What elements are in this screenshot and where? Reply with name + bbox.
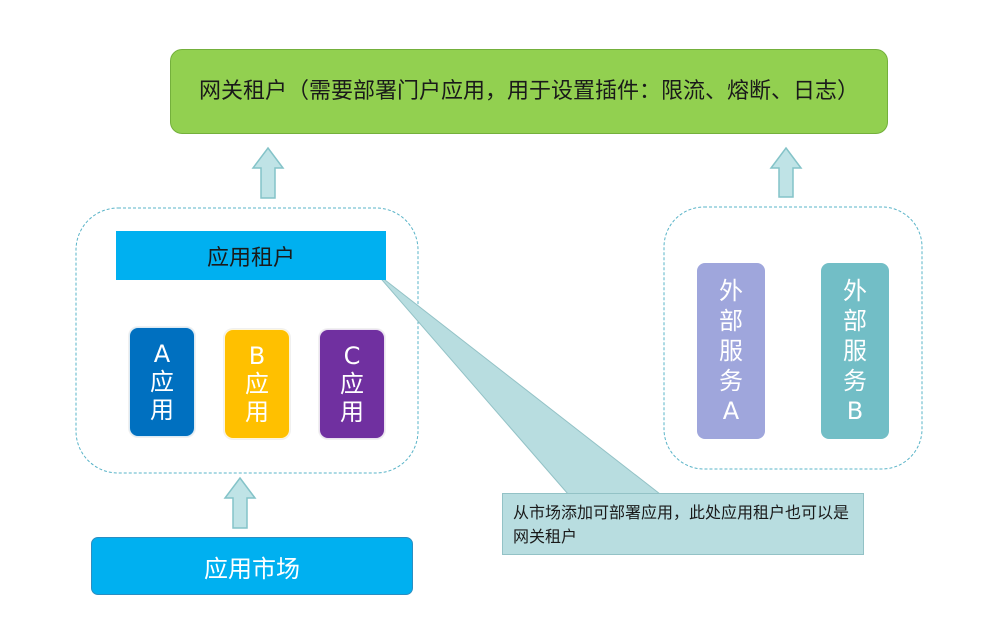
up-arrow-right: [769, 146, 803, 198]
app-b-line2: 用: [245, 398, 269, 426]
app-a-line1: 应: [150, 368, 174, 396]
app-tenant-box: 应用租户: [116, 231, 386, 280]
external-service-b-box: 外 部 服 务 B: [821, 263, 889, 439]
app-tenant-container: [75, 207, 419, 474]
callout-pointer: [375, 272, 662, 495]
callout-note: 从市场添加可部署应用，此处应用租户也可以是网关租户: [502, 493, 864, 555]
app-a-letter: A: [153, 340, 171, 368]
ext-b-char-2: 部: [843, 307, 867, 335]
ext-a-char-3: 服: [719, 337, 743, 365]
external-service-a-box: 外 部 服 务 A: [697, 263, 765, 439]
ext-b-char-4: 务: [843, 367, 867, 395]
up-arrow-left: [251, 146, 285, 199]
ext-b-char-3: 服: [843, 337, 867, 365]
callout-text: 从市场添加可部署应用，此处应用租户也可以是网关租户: [513, 503, 850, 546]
app-a-line2: 用: [150, 396, 174, 424]
gateway-tenant-text: 网关租户（需要部署门户应用，用于设置插件：限流、熔断、日志）: [198, 78, 859, 104]
ext-a-char-2: 部: [719, 307, 743, 335]
app-c-letter: C: [343, 342, 361, 370]
gateway-tenant-box: 网关租户（需要部署门户应用，用于设置插件：限流、熔断、日志）: [170, 49, 888, 134]
app-c-box: C 应 用: [319, 329, 385, 439]
ext-a-char-4: 务: [719, 367, 743, 395]
app-tenant-label: 应用租户: [206, 245, 295, 271]
app-b-line1: 应: [245, 370, 269, 398]
ext-b-char-1: 外: [843, 277, 867, 305]
external-services-container: [663, 206, 923, 470]
app-a-box: A 应 用: [129, 327, 195, 437]
app-b-letter: B: [248, 342, 266, 370]
app-c-line2: 用: [340, 398, 364, 426]
up-arrow-market: [223, 476, 257, 529]
app-market-label: 应用市场: [204, 554, 300, 583]
ext-b-char-5: B: [846, 397, 864, 425]
app-market-box: 应用市场: [91, 537, 413, 595]
app-b-box: B 应 用: [224, 329, 290, 439]
ext-a-char-1: 外: [719, 277, 743, 305]
ext-a-char-5: A: [722, 397, 740, 425]
app-c-line1: 应: [340, 370, 364, 398]
